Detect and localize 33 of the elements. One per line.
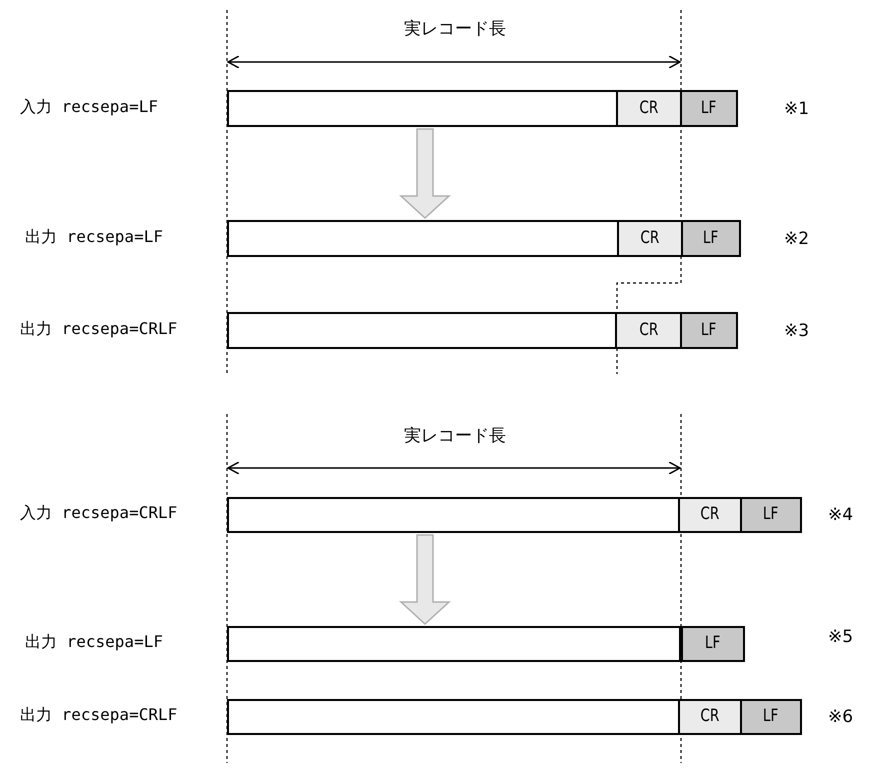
cr-cell: CR [619,220,681,257]
note-mark: ※2 [784,229,810,249]
row-label: 出力 recsepa=CRLF [20,705,178,725]
note-mark: ※3 [784,321,810,341]
lf-cell: LF [681,626,745,662]
record-bar [227,626,681,662]
lf-cell: LF [680,90,738,127]
note-mark: ※5 [828,627,854,647]
row-label: 入力 recsepa=LF [20,97,158,117]
row-label: 出力 recsepa=LF [25,632,163,652]
cr-cell: CR [617,312,680,349]
down-arrow [399,534,451,626]
lf-cell: LF [740,699,802,735]
record-bar [227,220,619,257]
down-arrow [399,128,451,220]
cr-cell: CR [618,90,680,127]
dimension-label: 実レコード長 [403,425,507,447]
cr-cell: CR [680,497,740,533]
row-label: 出力 recsepa=CRLF [20,319,178,339]
lf-cell: LF [740,497,802,533]
record-bar [227,90,618,127]
dimension-label: 実レコード長 [403,18,507,40]
record-bar [227,312,617,349]
row-label: 入力 recsepa=CRLF [20,503,178,523]
note-mark: ※6 [828,707,854,727]
record-bar [227,497,680,533]
row-label: 出力 recsepa=LF [25,227,163,247]
record-bar [227,699,680,735]
note-mark: ※1 [784,99,810,119]
note-mark: ※4 [828,505,854,525]
cr-cell: CR [680,699,740,735]
lf-cell: LF [681,220,741,257]
lf-cell: LF [680,312,738,349]
